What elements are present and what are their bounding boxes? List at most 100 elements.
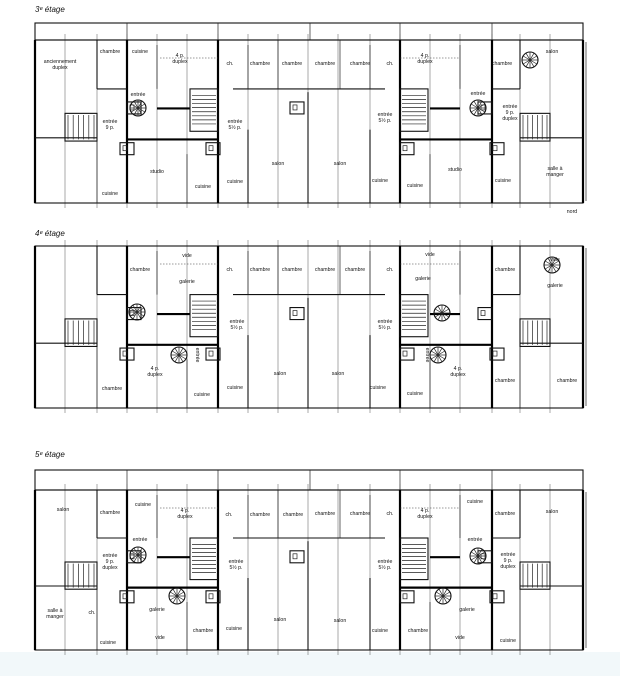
stair xyxy=(64,561,98,590)
spiral-step xyxy=(525,52,531,61)
room-label-line: chambre xyxy=(350,511,370,517)
room-label-line: 9 p. xyxy=(504,558,513,564)
room-label-line: entrée xyxy=(229,559,244,565)
spiral-stair xyxy=(434,587,452,605)
bathroom xyxy=(489,347,505,361)
spiral-step xyxy=(437,354,446,360)
room-label-line: 5½ p. xyxy=(379,564,392,571)
spiral-stair xyxy=(469,99,487,117)
spiral-step xyxy=(437,312,443,321)
room-label-line: duplex xyxy=(52,65,68,71)
spiral-stair xyxy=(429,346,447,364)
spiral-step xyxy=(437,354,443,363)
room-label-line: entrée xyxy=(103,119,118,125)
room-label: chambre xyxy=(130,267,150,273)
room-label-line: chambre xyxy=(100,510,120,516)
spiral-step xyxy=(430,354,439,360)
spiral-step xyxy=(551,264,560,270)
spiral-step xyxy=(137,547,143,556)
room-label: cuisine xyxy=(195,184,211,190)
room-label-line: duplex xyxy=(502,116,518,122)
room-label: ch. xyxy=(387,511,394,517)
spiral-step xyxy=(434,308,443,314)
spiral-step xyxy=(551,257,557,266)
room-label-line: entrée xyxy=(133,537,148,543)
room-label-line: 9 p. xyxy=(106,559,115,565)
room-label-line: entrée xyxy=(378,559,393,565)
room-label-line: chambre xyxy=(408,628,428,634)
room-label-line: cuisine xyxy=(100,640,116,646)
floor-title: 5ᵉ étage xyxy=(35,450,65,459)
stair xyxy=(189,537,219,581)
room-label: studio xyxy=(150,169,164,175)
room-label: ch. xyxy=(387,61,394,67)
spiral-step xyxy=(477,103,486,109)
stair xyxy=(519,112,551,142)
room-label-line: ch. xyxy=(387,61,394,67)
room-label: galerie xyxy=(179,279,195,285)
toilet-icon xyxy=(402,350,408,357)
room-label-line: entrée xyxy=(131,92,146,98)
room-label: entrée xyxy=(471,91,486,97)
spiral-step xyxy=(172,588,178,597)
room-label-line: salon xyxy=(274,617,287,623)
room-label-line: 4 p. xyxy=(454,366,463,372)
spiral-step xyxy=(470,103,479,109)
stair xyxy=(519,561,551,590)
room-label: 4 p.duplex xyxy=(172,53,188,65)
room-label: chambre xyxy=(315,511,335,517)
spiral-step xyxy=(442,588,448,597)
room-label: studio xyxy=(448,167,462,173)
room-label: vide xyxy=(155,635,165,641)
room-label-line: chambre xyxy=(283,512,303,518)
stair xyxy=(189,294,219,338)
room-label: entrée xyxy=(194,348,200,363)
room-label-line: entrée xyxy=(378,319,393,325)
spiral-stair xyxy=(168,587,186,605)
room-label-line: studio xyxy=(150,169,164,175)
room-label: salon xyxy=(546,509,559,515)
room-label: cuisine xyxy=(495,178,511,184)
room-label: cuisine xyxy=(467,499,483,505)
bathroom xyxy=(399,347,415,361)
room-label-line: salon xyxy=(272,161,285,167)
toilet-icon xyxy=(122,593,128,600)
room-label: 4 p.duplex xyxy=(417,508,433,520)
room-label: entrée xyxy=(468,537,483,543)
spiral-step xyxy=(547,257,553,266)
toilet-icon xyxy=(122,145,128,152)
spiral-step xyxy=(132,304,138,313)
toilet-icon xyxy=(492,145,498,152)
spiral-step xyxy=(430,350,439,356)
room-label-line: cuisine xyxy=(135,502,151,508)
spiral-step xyxy=(437,350,446,356)
room-label-line: manger xyxy=(46,614,64,620)
room-label: vide xyxy=(425,252,435,258)
room-label-line: vide xyxy=(425,252,435,258)
room-label-line: entrée xyxy=(230,319,245,325)
room-label-line: studio xyxy=(448,167,462,173)
spiral-stair xyxy=(129,546,147,564)
spiral-step xyxy=(137,550,146,556)
toilet-icon xyxy=(492,593,498,600)
room-label: vide xyxy=(550,257,560,263)
room-label: cuisine xyxy=(372,628,388,634)
room-label-line: 5½ p. xyxy=(231,324,244,331)
spiral-step xyxy=(176,591,185,597)
room-label-line: chambre xyxy=(315,61,335,67)
spiral-step xyxy=(438,595,444,604)
room-label: chambre xyxy=(193,628,213,634)
spiral-step xyxy=(130,107,139,113)
spiral-step xyxy=(130,103,139,109)
room-label: entrée xyxy=(133,537,148,543)
room-label: salon xyxy=(334,161,347,167)
scan-margin xyxy=(0,652,620,676)
spiral-step xyxy=(133,100,139,109)
room-label: cuisine xyxy=(227,179,243,185)
spiral-step xyxy=(433,347,439,356)
